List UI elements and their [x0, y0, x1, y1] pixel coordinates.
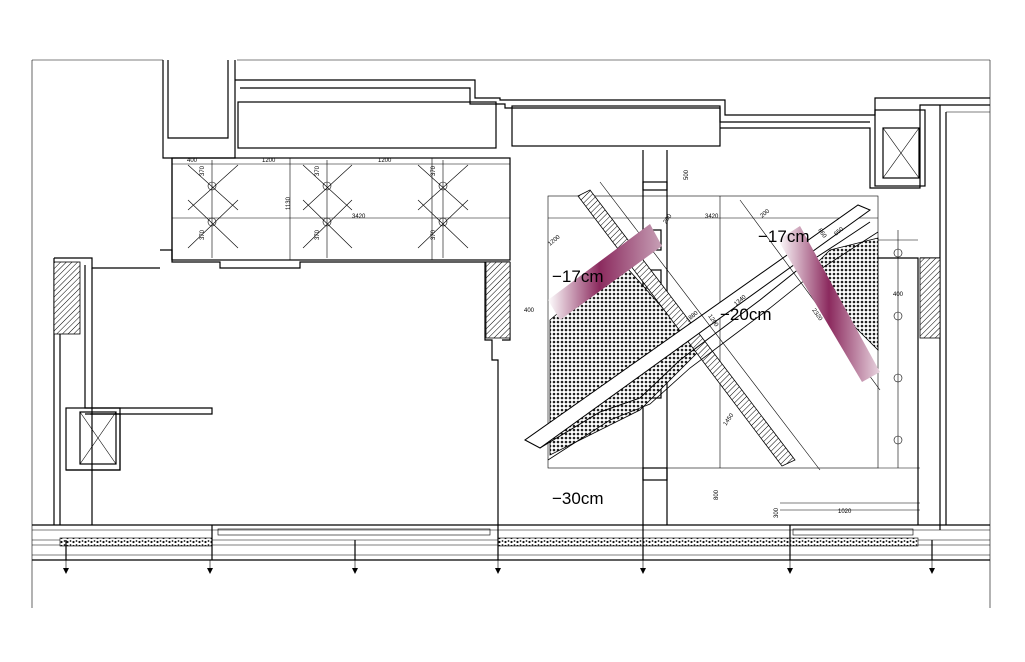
column-marker-icon: [495, 560, 501, 574]
accent-band-right: [778, 226, 880, 382]
bottom-facade: [32, 524, 990, 561]
accent-bands: [548, 224, 880, 382]
dim-800: 800: [714, 489, 720, 500]
light-fixture-icon: [302, 199, 353, 249]
ceiling-light-fixtures: [187, 164, 469, 249]
dim-400: 400: [893, 292, 904, 298]
accent-band-left: [548, 224, 662, 320]
wall-hatch-right: [919, 257, 941, 339]
light-fixture-icon: [187, 164, 239, 211]
dim-400: 400: [187, 158, 198, 164]
wall-hatch-center: [485, 261, 511, 339]
light-fixture-icon: [187, 199, 239, 249]
dim-1450: 1450: [723, 412, 736, 427]
left-room-walls: [53, 257, 511, 525]
level-label-middle: −20cm: [720, 305, 772, 324]
dim-1200: 1200: [378, 158, 392, 164]
top-left-room: [160, 157, 511, 269]
right-zone-dimensions: 3420 500 400 400 1200 200 200 1880 1340 …: [524, 169, 904, 518]
dim-650: 650: [833, 226, 845, 237]
dim-370: 370: [431, 165, 437, 176]
dim-200: 200: [663, 213, 674, 225]
level-label-bottom: −30cm: [552, 489, 604, 508]
wall-hatch-left: [53, 261, 81, 335]
level-label-upper-left: −17cm: [552, 267, 604, 286]
dim-200: 200: [759, 208, 771, 219]
dim-860: 860: [816, 228, 827, 240]
dim-3420: 3420: [352, 214, 366, 220]
dim-300: 300: [774, 507, 780, 518]
dim-370: 370: [200, 229, 206, 240]
column-marker-icon: [640, 560, 646, 574]
level-label-upper-right: −17cm: [758, 227, 810, 246]
dim-370: 370: [315, 165, 321, 176]
dim-500: 500: [684, 169, 690, 180]
dim-400: 400: [524, 308, 535, 314]
level-annotations: −17cm −17cm −20cm −30cm: [552, 227, 810, 508]
top-left-dimensions: 400 1200 1200 3420 1130 370 370 370 370 …: [187, 158, 437, 240]
column-marker-icon: [352, 560, 358, 574]
dim-1130: 1130: [286, 196, 292, 210]
top-walls: [162, 60, 990, 530]
light-fixture-icon: [417, 199, 469, 249]
dim-3420: 3420: [705, 214, 719, 220]
dim-370: 370: [200, 165, 206, 176]
dim-370: 370: [431, 229, 437, 240]
light-fixture-icon: [302, 164, 353, 211]
sheet-border: [31, 59, 991, 608]
column-marker-icon: [787, 560, 793, 574]
dim-1200: 1200: [547, 234, 562, 248]
light-fixture-icon: [417, 164, 469, 211]
dim-370: 370: [315, 229, 321, 240]
column-marker-icon: [63, 560, 69, 574]
dim-1020: 1020: [838, 509, 852, 515]
column-marker-icon: [929, 560, 935, 574]
column-marker-icon: [207, 560, 213, 574]
column-markers: [63, 560, 935, 574]
dim-1200: 1200: [262, 158, 276, 164]
